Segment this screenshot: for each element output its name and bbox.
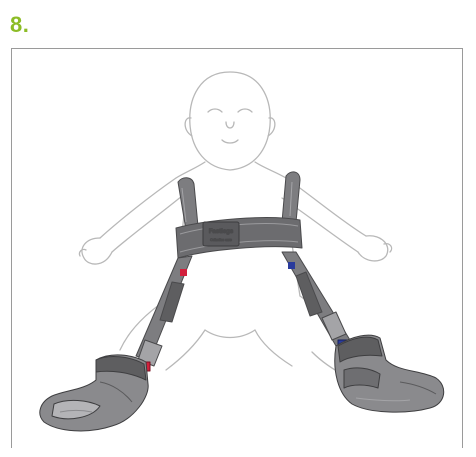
right-blue-marker (288, 262, 295, 269)
brace-logo-brand: Fastlegs (209, 229, 234, 235)
brace-logo-sub: Orthotics care (210, 238, 232, 242)
right-boot (335, 335, 444, 412)
right-leg-strap (282, 252, 350, 349)
left-leg-strap (136, 256, 192, 371)
left-boot (40, 355, 148, 431)
left-red-marker (180, 269, 187, 276)
